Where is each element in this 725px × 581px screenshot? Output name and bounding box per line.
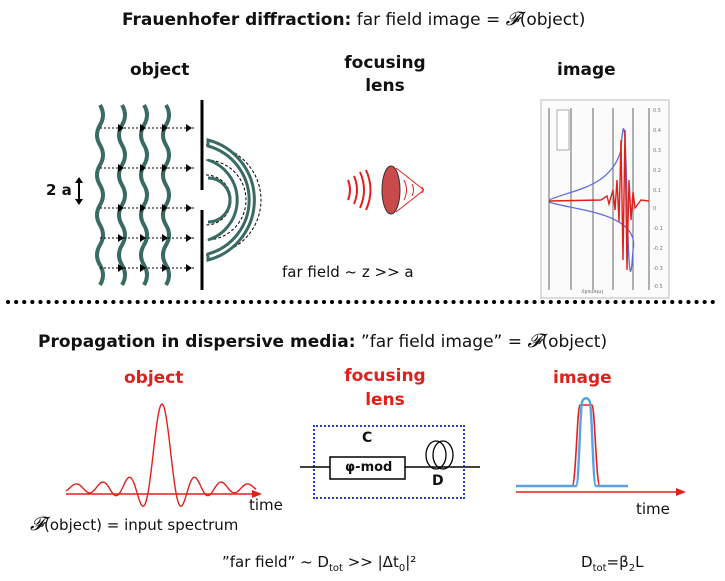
fourier-symbol: 𝓕 (505, 8, 520, 30)
bottom-title-bold: Propagation in dispersive media: (38, 332, 356, 352)
dispersion-d-label: D (432, 473, 444, 489)
image-envelope (548, 128, 635, 272)
image-pulse-plot (516, 397, 686, 496)
dtot-sub2: 2 (628, 563, 636, 574)
fourier-symbol-bottom: 𝓕 (527, 330, 542, 352)
far-field-end: |² (405, 553, 417, 571)
wavefronts (95, 103, 171, 287)
far-field-prefix: ”far field” ~ D (222, 553, 329, 571)
dtot-end: L (635, 553, 644, 571)
svg-text:0.1: 0.1 (653, 188, 661, 194)
arrowheads (118, 124, 192, 272)
slit-width-label: 2 a (46, 181, 72, 199)
svg-text:0.3: 0.3 (653, 148, 661, 154)
svg-text:0: 0 (653, 206, 656, 212)
svg-text:-0.5: -0.5 (653, 284, 663, 290)
phase-mod-label: φ-mod (345, 460, 393, 475)
top-lens-label-line2: lens (365, 76, 405, 96)
object-time-label: time (249, 496, 283, 514)
bottom-title-rest: ”far field image” = (355, 332, 528, 352)
svg-text:0.4: 0.4 (653, 128, 661, 134)
section-divider (6, 300, 720, 304)
bottom-lens-label-line1: focusing (344, 366, 426, 386)
object-diffraction-diagram (95, 100, 262, 290)
top-far-field-note: far field ~ z >> a (282, 263, 414, 281)
diffraction-wavefront (206, 138, 256, 262)
diffraction-image-plot: 0.5 0.4 0.3 0.2 0.1 0 -0.1 -0.2 -0.3 -0.5 Inte… (540, 99, 670, 299)
lens-shape (381, 165, 401, 215)
bottom-title: Propagation in dispersive media: ”far fi… (38, 330, 607, 352)
far-field-sub2: 0 (398, 563, 406, 574)
image-red-pulse (516, 404, 628, 487)
dtot-sub: tot (592, 563, 607, 574)
top-lens-label-line1: focusing (344, 53, 426, 73)
top-object-label: object (130, 60, 190, 80)
svg-text:0.2: 0.2 (653, 168, 661, 174)
svg-text:-0.1: -0.1 (653, 226, 663, 232)
dtot-mid: =β (606, 553, 629, 571)
far-field-mid: >> |Δt (342, 553, 399, 571)
top-focusing-lens (347, 165, 425, 215)
top-title-paren: (object) (519, 10, 586, 30)
image-blue-pulse (516, 397, 628, 488)
dtot-prefix: D (581, 553, 593, 571)
top-title-rest: far field image = (351, 10, 506, 30)
bottom-title-paren: (object) (541, 332, 608, 352)
dtot-formula: Dtot=β2L (581, 553, 643, 574)
bottom-object-label: object (124, 368, 184, 388)
top-title-bold: Frauenhofer diffraction: (122, 10, 352, 30)
top-title: Frauenhofer diffraction: far field image… (122, 8, 585, 30)
svg-text:Intensity: Intensity (581, 288, 603, 294)
object-sinc-pulse (65, 403, 262, 508)
spectrum-note: 𝓕(object) = input spectrum (30, 513, 238, 535)
bottom-lens-label: focusing lens (330, 364, 440, 412)
chirp-c-label: C (362, 430, 373, 446)
svg-text:0.5: 0.5 (653, 108, 661, 114)
svg-text:-0.2: -0.2 (653, 246, 663, 252)
svg-text:-0.3: -0.3 (653, 266, 663, 272)
top-lens-label: focusing lens (330, 52, 440, 98)
bottom-lens-label-line2: lens (365, 390, 405, 410)
top-image-label: image (557, 60, 616, 80)
far-field-condition: ”far field” ~ Dtot >> |Δt0|² (222, 553, 416, 574)
bottom-image-label: image (553, 368, 612, 388)
fourier-symbol-spectrum: 𝓕 (30, 513, 45, 535)
image-time-label: time (636, 500, 670, 518)
dispersive-lens-box (313, 425, 465, 499)
slit-width-arrow (75, 177, 83, 205)
sinc-curve (65, 403, 257, 508)
spectrum-note-text: (object) = input spectrum (44, 516, 239, 534)
far-field-sub: tot (328, 563, 343, 574)
image-fringes (548, 129, 650, 271)
dispersive-lens-diagram (300, 440, 480, 480)
